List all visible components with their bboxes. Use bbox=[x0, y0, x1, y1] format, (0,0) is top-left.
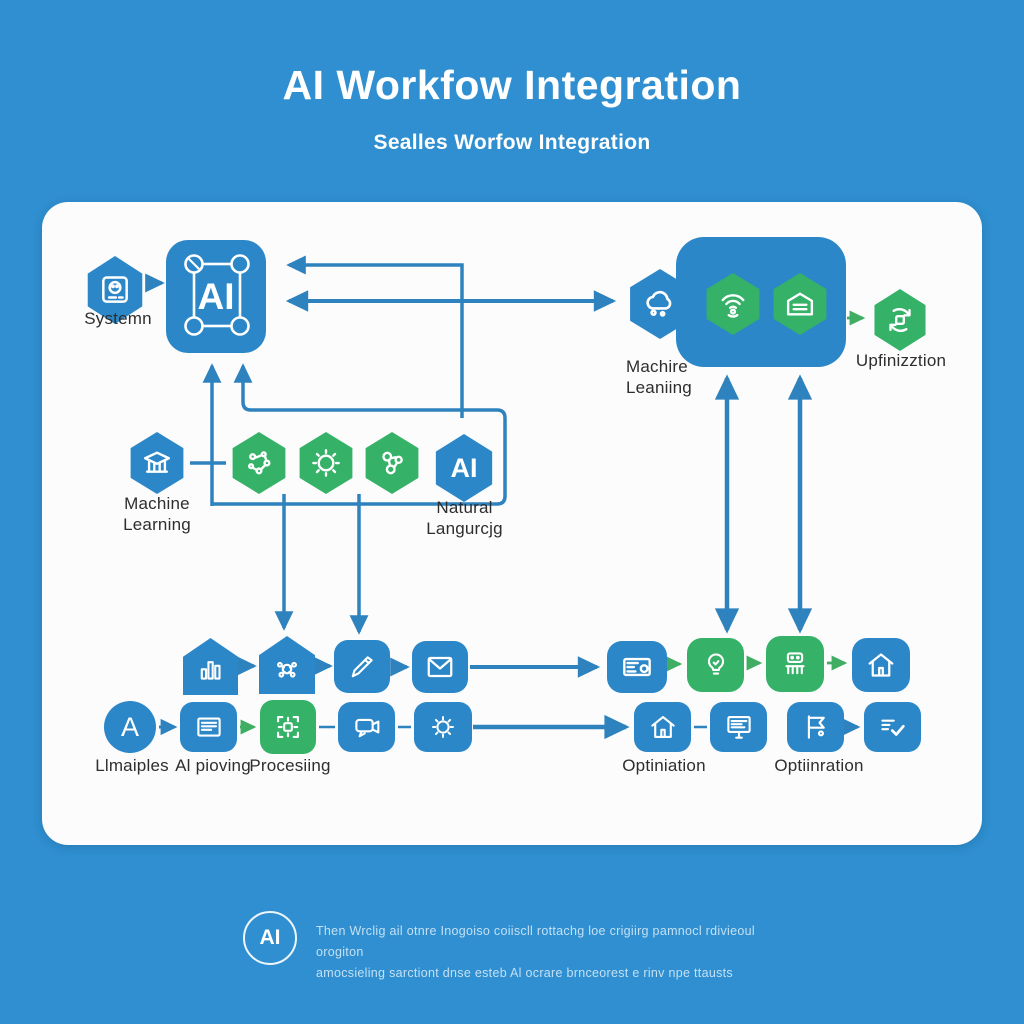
machine-learning-left-label: Machine Learning bbox=[123, 494, 191, 534]
checklist-check-icon bbox=[880, 719, 905, 736]
molecule-dots-icon bbox=[247, 451, 271, 475]
school-icon bbox=[143, 451, 171, 473]
gear-cluster-icon bbox=[277, 661, 297, 678]
node-monitor bbox=[607, 641, 667, 693]
natural-language-label: Natural Langurcjg bbox=[426, 498, 503, 538]
cloud-ml-icon bbox=[646, 290, 672, 317]
a-badge-text: A bbox=[120, 711, 139, 742]
ai-core-node: AI bbox=[166, 240, 266, 353]
robot-calc-icon bbox=[785, 652, 805, 675]
node-flag bbox=[787, 702, 844, 752]
label-optimization-2: Optiinration bbox=[774, 756, 864, 775]
footer-ai-badge-text: AI bbox=[259, 926, 281, 949]
node-qr-chip bbox=[260, 700, 316, 754]
node-home-1 bbox=[852, 638, 910, 692]
monitor-print-icon bbox=[623, 657, 651, 677]
nl-ai-text: AI bbox=[450, 452, 478, 483]
node-a-badge: A bbox=[104, 701, 156, 753]
sun-icon bbox=[312, 449, 340, 477]
node-presentation bbox=[710, 702, 767, 752]
system-chip-icon bbox=[102, 276, 128, 303]
molecule-circles-icon bbox=[382, 451, 403, 475]
presentation-icon bbox=[726, 716, 751, 739]
bulb-check-icon bbox=[707, 653, 724, 675]
ai-core-text: AI bbox=[197, 275, 235, 317]
optimization-right-label: Upfinizztion bbox=[855, 351, 947, 370]
flag-icon bbox=[807, 715, 825, 739]
wifi-hand-icon bbox=[721, 294, 745, 318]
footer-caption-line2: amocsieling sarctiont dnse esteb Al ocra… bbox=[316, 966, 733, 980]
node-sun-gear bbox=[414, 702, 472, 752]
node-pen-flag bbox=[334, 640, 390, 693]
page-title: AI Workfow Integration bbox=[282, 62, 742, 108]
chat-cam-icon bbox=[354, 718, 379, 738]
node-envelope bbox=[412, 641, 468, 693]
node-bulb-check bbox=[687, 638, 744, 692]
pen-flag-icon bbox=[351, 655, 373, 677]
node-robot-calc bbox=[766, 636, 824, 692]
envelope-icon bbox=[427, 656, 453, 678]
node-chat-cam bbox=[338, 702, 395, 752]
home-icon bbox=[650, 716, 675, 738]
document-icon bbox=[196, 717, 221, 737]
label-processing: Procesiing bbox=[249, 756, 331, 775]
machine-learning-right-label: Machire Leaniing bbox=[626, 357, 692, 397]
bar-chart-icon bbox=[200, 661, 221, 680]
ai-selection-frame bbox=[184, 254, 250, 336]
node-home-2 bbox=[634, 702, 691, 752]
footer-caption: Then Wrclig ail otnre Inogoiso coiiscll … bbox=[316, 921, 796, 984]
page-subtitle: Sealles Worfow Integration bbox=[373, 131, 651, 154]
home-icon bbox=[868, 653, 894, 677]
node-document bbox=[180, 702, 237, 752]
label-ai-pipeline: Al pioving bbox=[175, 756, 251, 775]
node-check bbox=[864, 702, 921, 752]
recycle-chip-icon bbox=[889, 308, 911, 332]
qr-chip-icon bbox=[277, 716, 299, 738]
home-server-icon bbox=[786, 292, 814, 316]
label-examples: Llmaiples bbox=[95, 756, 169, 775]
header: AI Workfow Integration Sealles Worfow In… bbox=[0, 62, 1024, 155]
sun-gear-icon bbox=[432, 716, 454, 738]
system-label: Systemn bbox=[84, 309, 152, 328]
label-optimization-1: Optiniation bbox=[622, 756, 706, 775]
footer-caption-line1: Then Wrclig ail otnre Inogoiso coiiscll … bbox=[316, 924, 755, 959]
footer-ai-badge: AI bbox=[243, 911, 297, 965]
